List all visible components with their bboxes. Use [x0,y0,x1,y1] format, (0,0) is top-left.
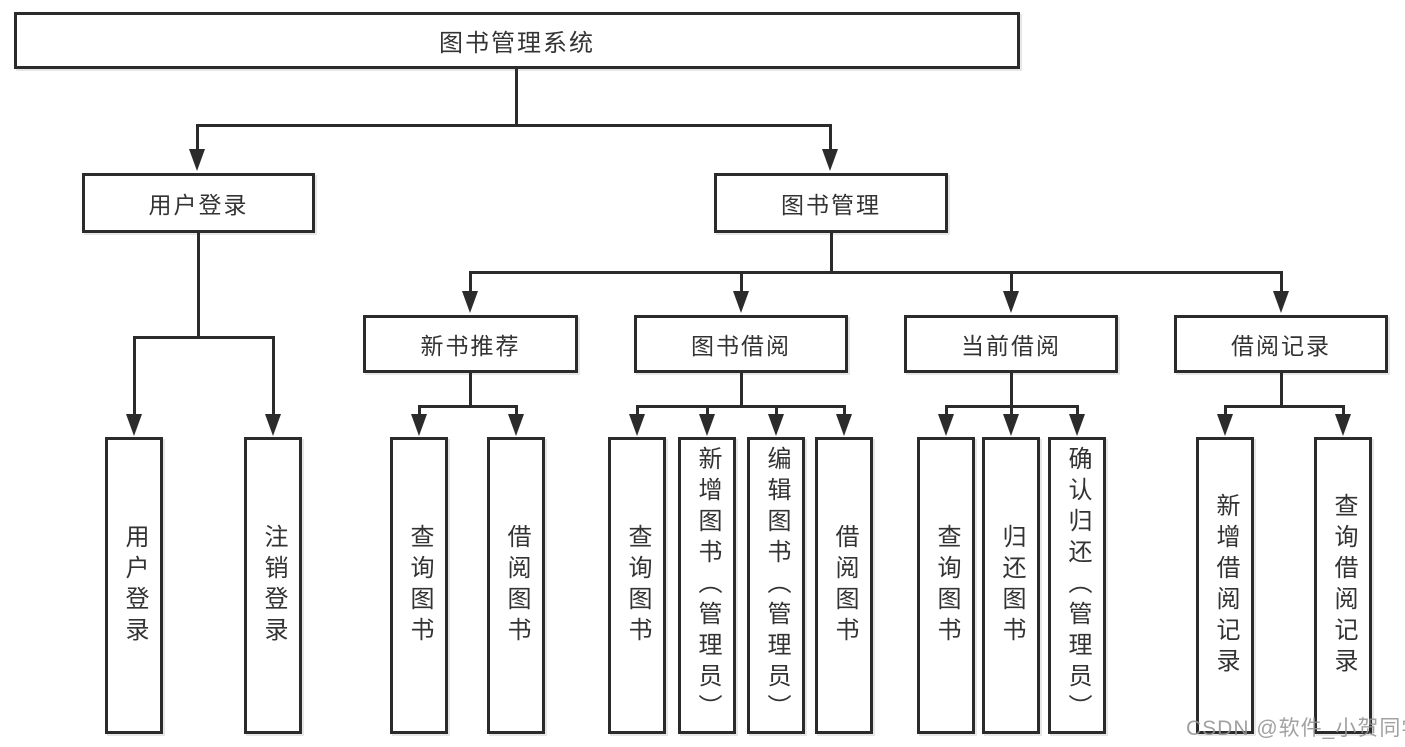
arrowhead-bb-edit [768,414,784,436]
connector-level2-hline [195,124,832,127]
leaf-records-query: 查询借阅记录 [1314,437,1372,734]
connector-drop-logout-leaf [271,336,275,416]
node-label: 图书借阅 [691,333,791,359]
arrowhead-rec-add [1217,414,1233,436]
connector-drop-rec-query [1341,405,1345,416]
arrowhead-cb-query [938,414,954,436]
connector-drop-nb-borrow [514,405,518,416]
connector-new-books-hline [417,405,518,408]
node-label: 确认归还（管理员） [1064,446,1091,725]
node-new-book-recommend: 新书推荐 [363,315,578,373]
connector-records-hline [1223,405,1345,408]
connector-drop-borrow-records [1279,271,1283,293]
connector-drop-bb-query [635,405,639,416]
arrowhead-logout-leaf [265,414,281,436]
arrowhead-nb-borrow [508,414,524,436]
connector-new-books-stub [468,373,472,408]
node-label: 借阅图书 [831,523,858,648]
connector-drop-cb-query [944,405,948,416]
arrowhead-bb-borrow [836,414,852,436]
connector-user-login-hline [132,336,275,339]
leaf-logout: 注销登录 [244,437,302,734]
node-label: 查询图书 [933,523,960,648]
arrowhead-bb-add [699,414,715,436]
csdn-watermark: CSDN @软件_小贺同学 [1186,717,1405,740]
leaf-current-return: 归还图书 [982,437,1040,734]
node-borrow-records: 借阅记录 [1174,315,1388,373]
connector-drop-new-books [468,271,472,293]
arrowhead-book-management [822,149,838,171]
connector-drop-cb-return [1009,405,1013,416]
leaf-current-confirm-return-admin: 确认归还（管理员） [1048,437,1106,734]
connector-drop-cb-confirm [1075,405,1079,416]
connector-drop-bb-edit [774,405,778,416]
node-label: 编辑图书（管理员） [763,446,790,725]
leaf-new-books-query: 查询图书 [390,437,448,734]
connector-drop-user-login [195,124,199,151]
leaf-borrowing-borrow: 借阅图书 [815,437,873,734]
leaf-records-add: 新增借阅记录 [1196,437,1254,734]
connector-drop-book-management [828,124,832,151]
node-label: 用户登录 [121,523,148,648]
connector-drop-bb-add [705,405,709,416]
arrowhead-rec-query [1335,414,1351,436]
leaf-new-books-borrow: 借阅图书 [487,437,545,734]
connector-drop-nb-query [417,405,421,416]
arrowhead-borrow-records [1273,291,1289,313]
connector-drop-book-borrowing [739,271,743,293]
arrowhead-new-books [462,291,478,313]
node-label: 查询图书 [406,523,433,648]
connector-drop-bb-borrow [842,405,846,416]
arrowhead-bb-query [629,414,645,436]
node-library-management-system: 图书管理系统 [14,12,1020,69]
connector-borrowing-hline [635,405,846,408]
arrowhead-cb-return [1003,414,1019,436]
arrowhead-login-leaf [126,414,142,436]
leaf-current-query: 查询图书 [917,437,975,734]
node-label: 新增图书（管理员） [694,446,721,725]
connector-drop-rec-add [1223,405,1227,416]
node-label: 借阅记录 [1231,333,1331,359]
node-label: 归还图书 [998,523,1025,648]
arrowhead-user-login [189,149,205,171]
node-label: 查询借阅记录 [1330,492,1357,679]
node-label: 当前借阅 [961,333,1061,359]
node-label: 查询图书 [624,523,651,648]
node-label: 借阅图书 [503,523,530,648]
node-current-borrowing: 当前借阅 [904,315,1118,373]
node-label: 新增借阅记录 [1212,492,1239,679]
connector-root-stub [514,68,518,127]
node-book-management: 图书管理 [714,173,948,233]
arrowhead-book-borrowing [733,291,749,313]
connector-user-login-stub [196,233,200,339]
node-label: 注销登录 [260,523,287,648]
connector-records-stub [1279,373,1283,408]
leaf-borrowing-edit-admin: 编辑图书（管理员） [747,437,805,734]
node-label: 用户登录 [148,192,249,218]
connector-current-stub [1009,373,1013,408]
connector-drop-current-borrowing [1009,271,1013,293]
node-label: 图书管理系统 [439,30,595,57]
connector-level3-hline [468,271,1283,274]
arrowhead-cb-confirm [1069,414,1085,436]
leaf-borrowing-add-admin: 新增图书（管理员） [678,437,736,734]
node-label: 新书推荐 [420,333,521,359]
node-label: 图书管理 [781,192,881,218]
node-book-borrowing: 图书借阅 [634,315,848,373]
connector-borrowing-stub [739,373,743,408]
leaf-borrowing-query: 查询图书 [608,437,666,734]
node-user-login: 用户登录 [82,173,315,233]
arrowhead-nb-query [411,414,427,436]
connector-drop-login-leaf [132,336,136,416]
leaf-user-login: 用户登录 [105,437,163,734]
arrowhead-current-borrowing [1003,291,1019,313]
connector-book-management-stub [829,233,833,274]
